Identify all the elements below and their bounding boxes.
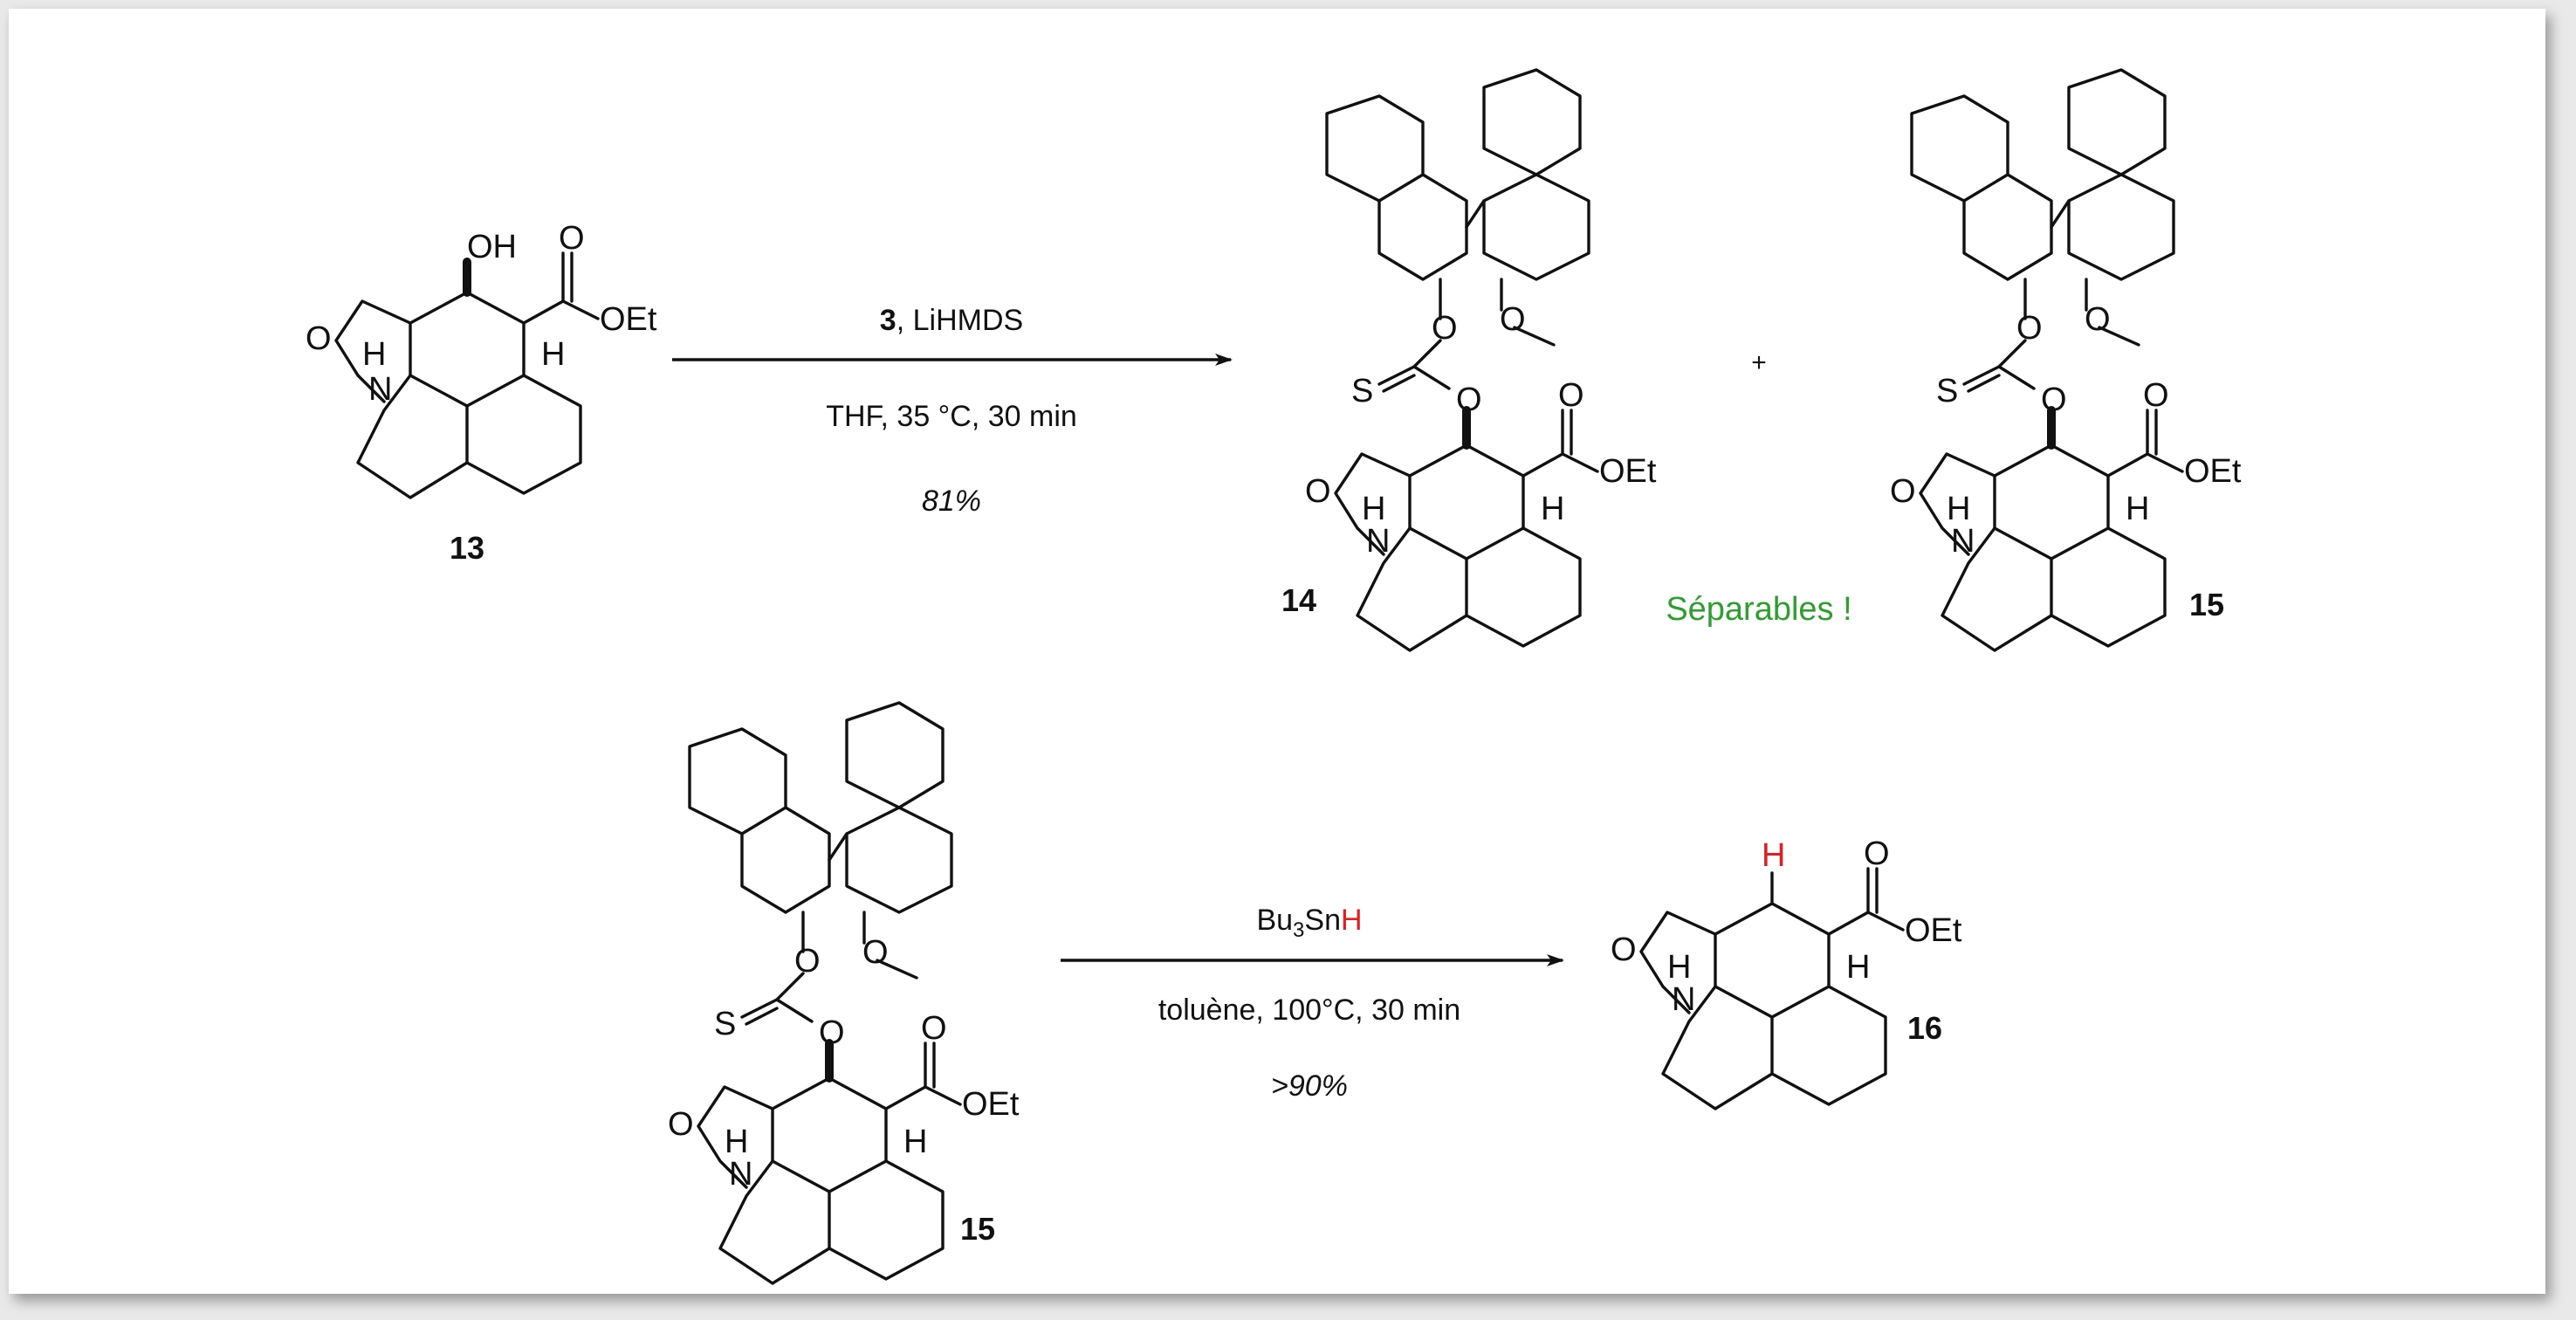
o-label: O xyxy=(2016,310,2043,347)
ring-n-label: N xyxy=(368,371,392,408)
compound-14-label: 14 xyxy=(1281,582,1316,618)
o-label: O xyxy=(2085,301,2111,338)
h-label: H xyxy=(725,1124,748,1160)
ring-o-label: O xyxy=(1305,473,1331,510)
o-label: O xyxy=(1432,310,1458,347)
o-label: O xyxy=(794,943,821,980)
compound-14-structure xyxy=(1325,68,1599,652)
reaction1-conditions: THF, 35 °C, 30 min xyxy=(826,400,1077,433)
h-label: H xyxy=(2126,491,2149,527)
compound-15-label-bottom: 15 xyxy=(960,1211,995,1247)
oet-label: OEt xyxy=(1599,453,1657,490)
o-label: O xyxy=(2041,382,2067,418)
s-label: S xyxy=(1351,373,1373,409)
carbonyl-o-label: O xyxy=(559,220,585,257)
h-label: H xyxy=(362,336,386,373)
oh-label: OH xyxy=(467,229,517,265)
h-label: H xyxy=(1541,491,1564,527)
reaction2-reagent: Bu3SnH xyxy=(1256,904,1362,942)
oet-label: OEt xyxy=(962,1086,1020,1123)
compound-15-label-top: 15 xyxy=(2189,587,2224,622)
oet-label: OEt xyxy=(1905,912,1962,949)
h-label: H xyxy=(903,1124,927,1160)
o-label: O xyxy=(1456,382,1482,418)
oet-label: OEt xyxy=(2184,453,2242,490)
h-label: H xyxy=(1846,949,1870,986)
carbonyl-o-label: O xyxy=(1864,835,1890,872)
h-label: H xyxy=(1947,491,1970,527)
carbonyl-o-label: O xyxy=(1558,377,1584,414)
o-label: O xyxy=(862,934,889,971)
compound-13-structure xyxy=(334,251,600,499)
plus-sign: + xyxy=(1751,348,1767,377)
h-label: H xyxy=(1667,949,1691,986)
reaction2-yield: >90% xyxy=(1271,1069,1348,1103)
compound-15-structure xyxy=(1910,68,2184,652)
reaction1-yield: 81% xyxy=(922,485,981,518)
h-label: H xyxy=(541,336,565,373)
reaction1-reagents: 3, LiHMDS xyxy=(880,304,1023,337)
compound-16-structure xyxy=(1639,867,1905,1110)
s-label: S xyxy=(714,1006,736,1042)
ring-n-label: N xyxy=(1366,523,1390,560)
o-label: O xyxy=(819,1014,845,1051)
carbonyl-o-label: O xyxy=(2143,377,2169,414)
reaction2-conditions: toluène, 100°C, 30 min xyxy=(1158,993,1460,1027)
highlight-h-label: H xyxy=(1762,837,1785,874)
ring-n-label: N xyxy=(1672,981,1695,1018)
ring-n-label: N xyxy=(1951,523,1975,560)
compound-13-label: 13 xyxy=(450,530,484,566)
ring-o-label: O xyxy=(1890,473,1916,510)
s-label: S xyxy=(1936,373,1958,409)
ring-o-label: O xyxy=(306,320,332,357)
separable-note: Séparables ! xyxy=(1666,591,1851,628)
o-label: O xyxy=(1500,301,1526,338)
scheme-panel xyxy=(9,9,2545,1294)
h-label: H xyxy=(1362,491,1385,527)
ring-o-label: O xyxy=(668,1106,694,1143)
carbonyl-o-label: O xyxy=(921,1010,947,1047)
ring-o-label: O xyxy=(1611,932,1637,968)
compound-16-label: 16 xyxy=(1907,1010,1942,1046)
ring-n-label: N xyxy=(729,1156,752,1193)
oet-label: OEt xyxy=(600,301,657,338)
compound-15-bottom-structure xyxy=(688,701,962,1285)
